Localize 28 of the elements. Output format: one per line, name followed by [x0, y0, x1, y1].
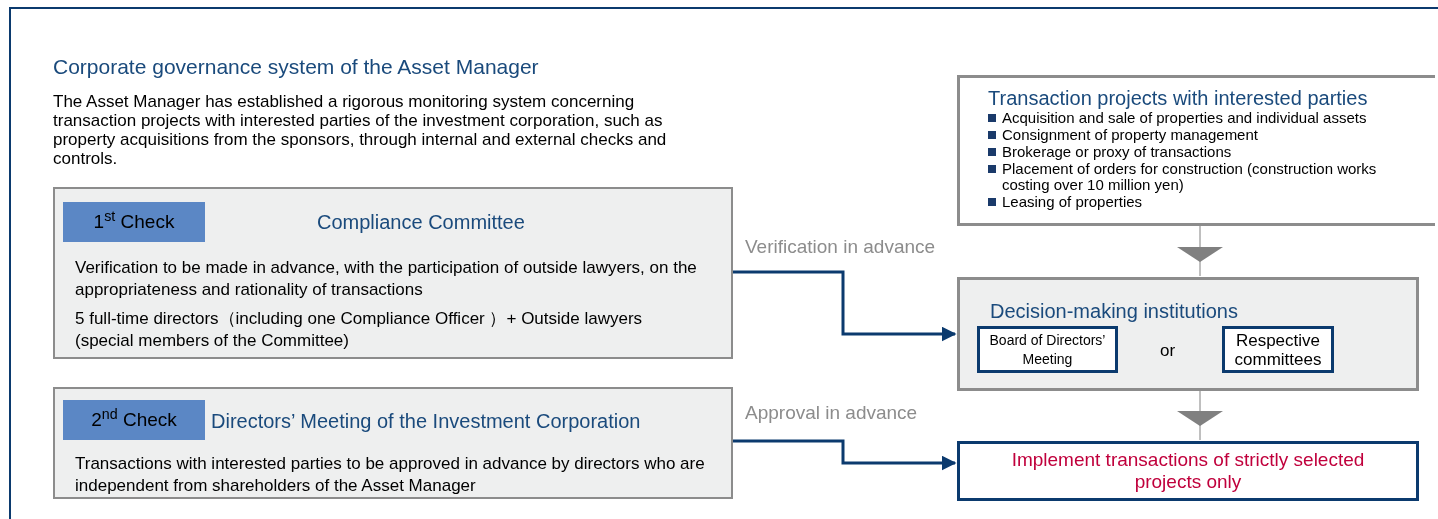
check-tag: 1$^{st}$ Check: [63, 202, 205, 242]
list-item: Acquisition and sale of properties and individual assets: [1002, 110, 1368, 126]
panel-text: Verification to be made in advance, with the participation of outside lawyers, on the appropriateness and rationality of transactions: [75, 257, 698, 301]
list-item: Placement of orders for construction (construction works costing over 10 million yen): [1002, 161, 1378, 193]
arrow: [733, 270, 957, 342]
intro-text: The Asset Manager has established a rigorous monitoring system concerning transaction projects with interested parties of the investment corporation, such as property acquisitions from the sponsors, through internal and external checks and controls.: [53, 92, 668, 168]
panel-heading: Decision-making institutions: [990, 299, 1238, 324]
chevron-arrow: [1177, 390, 1223, 441]
list-item: Consignment of property management: [1002, 127, 1259, 143]
panel-text: Transactions with interested parties to be approved in advance by directors who are independent from shareholders of the Asset Manager: [75, 453, 705, 497]
institutions-panel: [957, 277, 1419, 391]
committee-panel: [53, 187, 733, 359]
panel-heading: Transaction projects with interested parties: [988, 86, 1369, 110]
check-tag: 2$^{nd}$ Check: [63, 400, 205, 440]
list-item: Brokerage or proxy of transactions: [1002, 144, 1233, 160]
institution-box: Respective committees: [1222, 326, 1334, 373]
panel-text: 5 full-time directors（including one Compliance Officer ）+ Outside lawyers (special members of the Committee): [75, 308, 644, 352]
list-panel: [957, 75, 1435, 226]
panel-heading: Compliance Committee: [317, 210, 525, 235]
institution-box: Board of Directors’ Meeting: [977, 326, 1118, 373]
diagram-title: Corporate governance system of the Asset Manager: [53, 54, 539, 80]
meeting-panel: [53, 387, 733, 499]
arrow: [733, 439, 957, 471]
list-item: Leasing of properties: [1002, 194, 1144, 210]
result-box: Implement transactions of strictly selected projects only: [957, 441, 1419, 501]
or-text: or: [1160, 340, 1176, 362]
chevron-arrow: [1177, 225, 1223, 277]
panel-heading: Directors’ Meeting of the Investment Corporation: [211, 409, 641, 434]
